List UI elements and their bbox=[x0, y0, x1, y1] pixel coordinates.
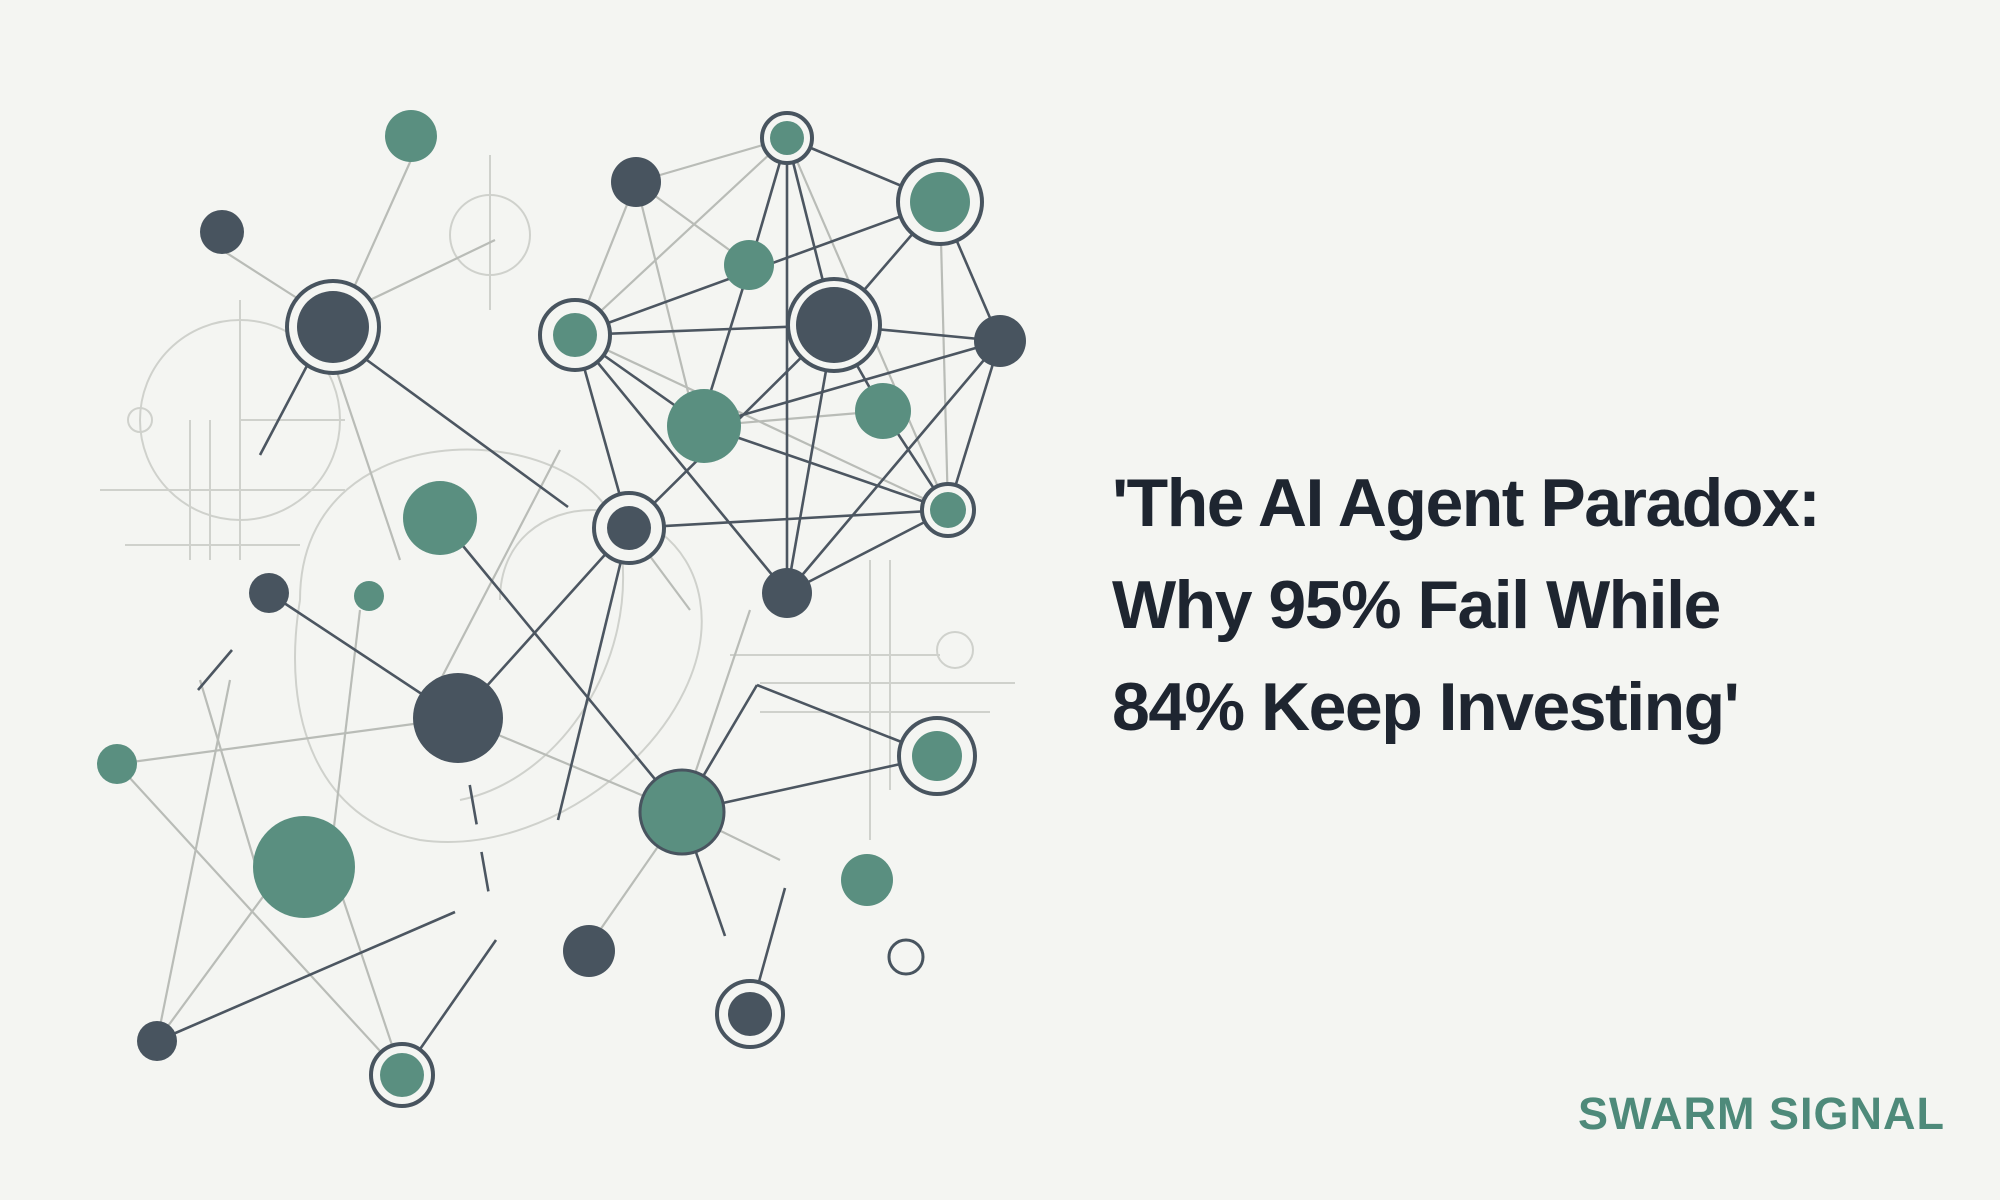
headline: 'The AI Agent Paradox: Why 95% Fail Whil… bbox=[1112, 452, 1821, 758]
dark-node bbox=[413, 673, 503, 763]
dark-node bbox=[137, 1021, 177, 1061]
headline-line-1: 'The AI Agent Paradox: bbox=[1112, 465, 1821, 541]
dark-node bbox=[762, 568, 812, 618]
dark-node bbox=[974, 315, 1026, 367]
headline-line-3: 84% Keep Investing' bbox=[1112, 669, 1740, 745]
teal-node bbox=[403, 481, 477, 555]
teal-node bbox=[253, 816, 355, 918]
dark-node bbox=[611, 157, 661, 207]
dark-node bbox=[249, 573, 289, 613]
nodes bbox=[97, 110, 1026, 1108]
dark-edges bbox=[156, 136, 1002, 1076]
background-guides bbox=[100, 155, 1015, 843]
teal-node bbox=[97, 744, 137, 784]
teal-node bbox=[724, 240, 774, 290]
headline-line-2: Why 95% Fail While bbox=[1112, 567, 1721, 643]
teal-node bbox=[385, 110, 437, 162]
brand-logo: SWARM SIGNAL bbox=[1578, 1088, 1945, 1139]
teal-node bbox=[354, 581, 384, 611]
dark-node bbox=[200, 210, 244, 254]
teal-node bbox=[855, 383, 911, 439]
teal-node bbox=[667, 389, 741, 463]
dark-node bbox=[563, 925, 615, 977]
teal-node bbox=[638, 768, 726, 856]
ring-node bbox=[887, 938, 925, 976]
teal-node bbox=[841, 854, 893, 906]
